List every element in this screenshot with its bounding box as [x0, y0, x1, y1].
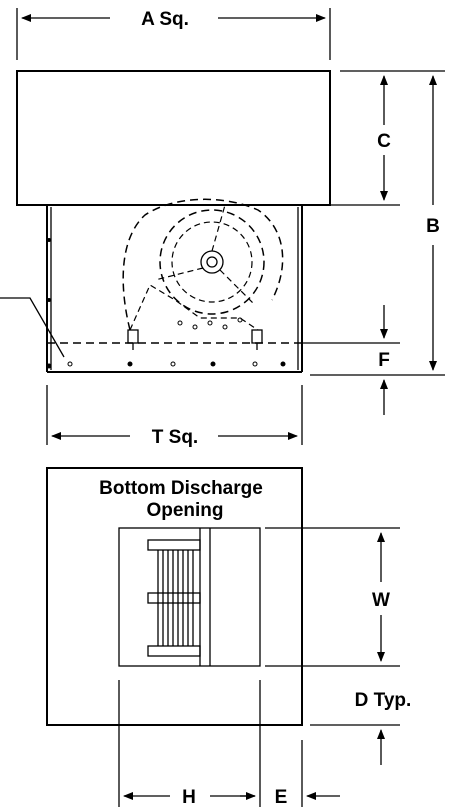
dimension-c-label: C — [377, 131, 391, 152]
dimension-c: C — [330, 75, 400, 206]
dimension-t: T Sq. — [46, 385, 303, 448]
side-elevation-view: A Sq. — [0, 8, 445, 448]
dimension-b: B — [310, 70, 445, 376]
dimension-a: A Sq. — [16, 8, 331, 60]
caption-line-1: Bottom Discharge — [99, 478, 263, 499]
base-outline — [46, 467, 303, 726]
caption-line-2: Opening — [146, 500, 223, 521]
dimension-w: W — [265, 527, 400, 667]
dimension-h: H — [118, 680, 261, 807]
discharge-opening — [118, 527, 261, 667]
blower-wheel — [122, 198, 284, 350]
dimension-f-label: F — [378, 350, 390, 371]
dimension-d-label: D Typ. — [355, 690, 412, 711]
dimension-h-label: H — [182, 787, 196, 807]
dimension-e: E — [240, 740, 340, 807]
hood-outline — [16, 70, 331, 206]
dimension-w-label: W — [372, 590, 390, 611]
dimension-f: F — [302, 305, 400, 415]
dimension-t-label: T Sq. — [152, 427, 198, 448]
dimension-a-label: A Sq. — [141, 9, 189, 30]
dimension-b-label: B — [426, 216, 440, 237]
bottom-view: Bottom Discharge Opening W — [46, 467, 411, 807]
fan-housing — [46, 205, 303, 373]
leader-line — [0, 297, 65, 358]
dimension-d: D Typ. — [310, 690, 411, 765]
dimension-e-label: E — [275, 787, 288, 807]
